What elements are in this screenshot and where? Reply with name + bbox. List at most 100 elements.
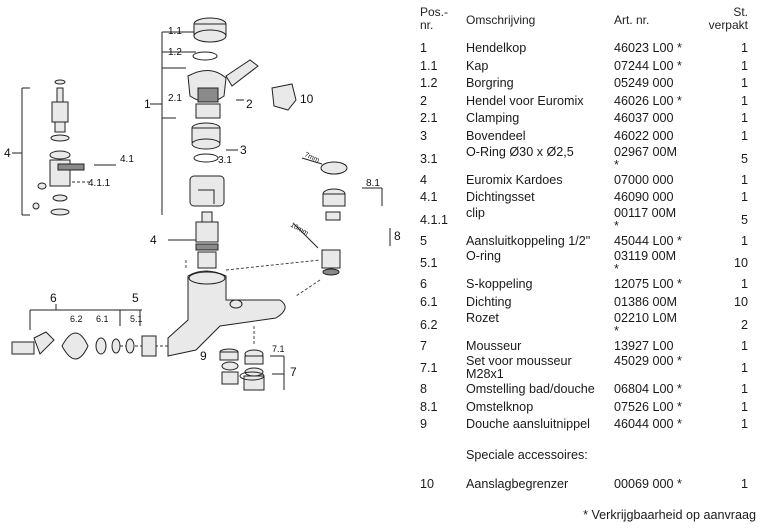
table-header: Pos.- nr. Omschrijving Art. nr. St. verp…: [420, 6, 756, 40]
header-description: Omschrijving: [466, 13, 536, 27]
row-description: Dichting: [466, 294, 512, 309]
row-description: Kap: [466, 58, 489, 73]
row-quantity: 1: [740, 399, 748, 414]
row-pos: 4.1: [420, 190, 438, 205]
row-pos: 7.1: [420, 361, 438, 376]
callout-5-1: 5.1: [130, 314, 143, 324]
callout-7: 7: [290, 365, 297, 379]
row-quantity: 1: [740, 58, 748, 73]
row-article-number: 46022 000: [614, 128, 674, 143]
lever-head-assembly: [150, 17, 297, 215]
row-quantity: 1: [740, 128, 748, 143]
table-row: 10 Aanslagbegrenzer 00069 000 * 1: [420, 476, 756, 494]
row-description: Set voor mousseur M28x1: [466, 354, 572, 382]
callout-4-1: 4.1: [120, 154, 134, 165]
row-quantity: 5: [740, 212, 748, 227]
row-pos: 1.1: [420, 58, 438, 73]
row-article-number: 12075 L00 *: [614, 277, 682, 292]
row-description: Bovendeel: [466, 128, 526, 143]
row-pos: 10: [420, 476, 435, 491]
cartridge-detail: [12, 79, 116, 216]
diverter-assembly: [293, 157, 391, 297]
mixer-body: [120, 259, 321, 357]
callout-4-left: 4: [4, 146, 11, 160]
callout-8-1: 8.1: [366, 178, 380, 189]
row-article-number: 02967 00M *: [614, 144, 678, 172]
row-quantity: 2: [740, 317, 748, 332]
row-description: Douche aansluitnippel: [466, 417, 590, 432]
row-quantity: 1: [740, 172, 748, 187]
row-article-number: 03119 00M *: [614, 249, 677, 277]
table-row: 1 Hendelkop 46023 L00 * 1: [420, 40, 756, 58]
exploded-view-drawing: 1.1 1.2 1 2.1 2 10 3 3.1 4 4.1 4.1.1 4 8…: [4, 17, 401, 391]
row-article-number: 46023 L00 *: [614, 41, 682, 55]
row-description: Mousseur: [466, 338, 522, 353]
callout-9: 9: [200, 349, 207, 363]
row-description: O-ring: [466, 249, 501, 264]
row-pos: 3.1: [420, 151, 438, 166]
row-article-number: 02210 L0M *: [614, 310, 678, 338]
availability-footnote: * Verkrijgbaarheid op aanvraag: [583, 508, 756, 522]
row-article-number: 45029 000 *: [614, 354, 682, 369]
row-quantity: 1: [740, 93, 748, 108]
callout-3-1: 3.1: [218, 155, 232, 166]
row-quantity: 1: [740, 277, 748, 292]
row-description: Hendelkop: [466, 41, 527, 55]
row-pos: 1: [420, 41, 428, 55]
table-row: 1.1 Kap 07244 L00 * 1: [420, 58, 756, 76]
row-article-number: 46026 L00 *: [614, 93, 682, 108]
row-article-number: 00117 00M *: [614, 205, 677, 233]
callout-4-1-1: 4.1.1: [88, 178, 111, 189]
row-article-number: 05249 000: [614, 76, 674, 91]
callout-2-1: 2.1: [168, 93, 182, 104]
row-quantity: 1: [740, 338, 748, 353]
row-quantity: 1: [740, 476, 748, 491]
callout-4-main: 4: [150, 233, 157, 247]
row-description: Aansluitkoppeling 1/2": [466, 233, 591, 248]
table-row: 7.1 Set voor mousseur M28x1 45029 000 * 1: [420, 355, 756, 381]
row-description: Omstelknop: [466, 399, 534, 414]
callout-10mm: 10mm: [289, 222, 309, 238]
row-pos: 2: [420, 93, 428, 108]
callout-7-1: 7.1: [272, 344, 285, 354]
callout-7mm: 7mm: [303, 151, 320, 164]
row-pos: 4: [420, 172, 428, 187]
row-quantity: 1: [740, 382, 748, 397]
callout-1: 1: [144, 97, 151, 111]
row-quantity: 1: [740, 41, 748, 55]
row-description: Omstelling bad/douche: [466, 382, 595, 397]
row-quantity: 1: [740, 417, 748, 432]
row-article-number: 00069 000 *: [614, 476, 682, 491]
header-pos: Pos.- nr.: [420, 5, 449, 32]
row-article-number: 07244 L00 *: [614, 58, 682, 73]
row-description: Aanslagbegrenzer: [466, 476, 569, 491]
row-article-number: 06804 L00 *: [614, 382, 682, 397]
row-pos: 6: [420, 277, 428, 292]
row-description: Dichtingsset: [466, 190, 535, 205]
callout-6-1: 6.1: [96, 314, 109, 324]
callout-2: 2: [246, 97, 253, 111]
row-pos: 6.1: [420, 294, 438, 309]
row-pos: 6.2: [420, 317, 438, 332]
parts-list-table: Pos.- nr. Omschrijving Art. nr. St. verp…: [420, 6, 756, 494]
callout-1-1: 1.1: [168, 26, 182, 37]
header-article-number: Art. nr.: [614, 13, 650, 27]
row-article-number: 46037 000: [614, 111, 674, 126]
row-pos: 8.1: [420, 399, 438, 414]
callout-1-2: 1.2: [168, 47, 182, 58]
row-quantity: 1: [740, 361, 748, 376]
row-pos: 5.1: [420, 256, 438, 271]
header-quantity: St. verpakt: [708, 5, 748, 32]
